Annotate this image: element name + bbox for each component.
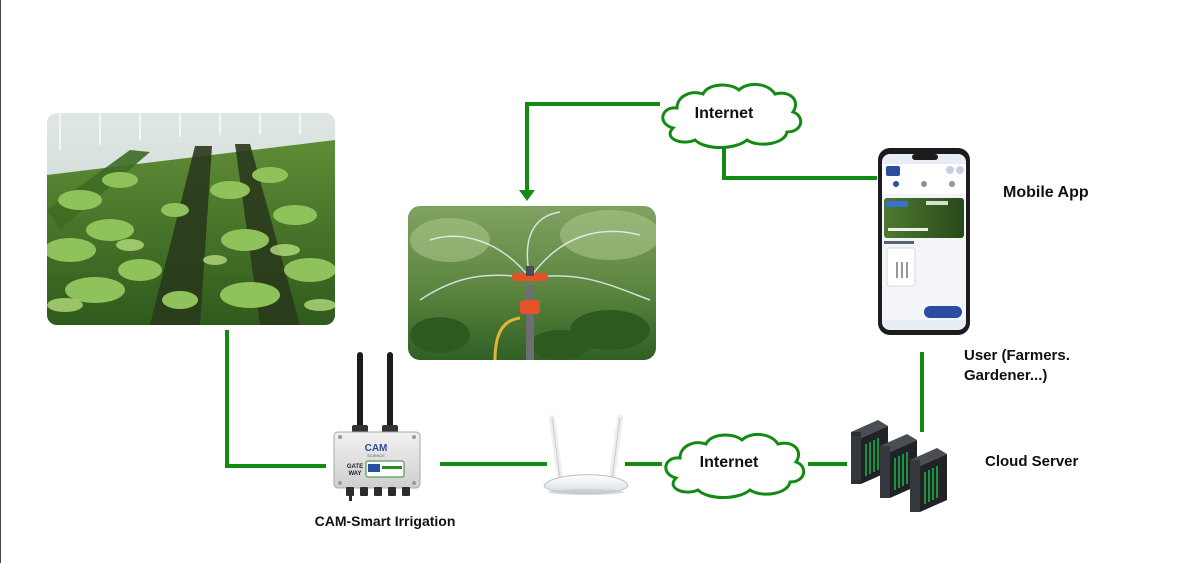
mobile-phone — [878, 148, 970, 335]
user-label-line1: User (Farmers. — [964, 347, 1070, 364]
internet-top-label: Internet — [695, 105, 754, 122]
internet-cloud-bottom: Internet — [664, 433, 806, 499]
left-border-line — [0, 0, 1, 563]
gateway-logo-sub: SCIENCE — [367, 453, 385, 458]
sprinkler-photo — [408, 206, 656, 360]
gateway-way-text: WAY — [348, 471, 361, 477]
user-label: User (Farmers. Gardener...) — [964, 346, 1070, 386]
server-unit — [910, 448, 947, 512]
gateway-logo-text: CAM — [365, 443, 388, 454]
cloud-server-label: Cloud Server — [985, 453, 1079, 470]
cloud-server-stack — [851, 420, 947, 512]
internet-bottom-label: Internet — [700, 454, 759, 471]
farm-field-photo — [47, 113, 335, 325]
user-label-line2: Gardener...) — [964, 367, 1048, 384]
internet-cloud-top: Internet — [661, 83, 803, 149]
connector-farm-to-gateway — [225, 330, 326, 468]
mobile-app-label: Mobile App — [1003, 184, 1089, 201]
connector-internet-to-sprinkler — [525, 102, 660, 192]
gateway-gate-text: GATE — [347, 464, 363, 470]
gateway-device: CAM SCIENCE GATE WAY — [333, 352, 421, 501]
arrow-head-icon — [519, 190, 535, 201]
wifi-router — [543, 415, 629, 495]
gateway-label: CAM-Smart Irrigation — [314, 513, 456, 529]
